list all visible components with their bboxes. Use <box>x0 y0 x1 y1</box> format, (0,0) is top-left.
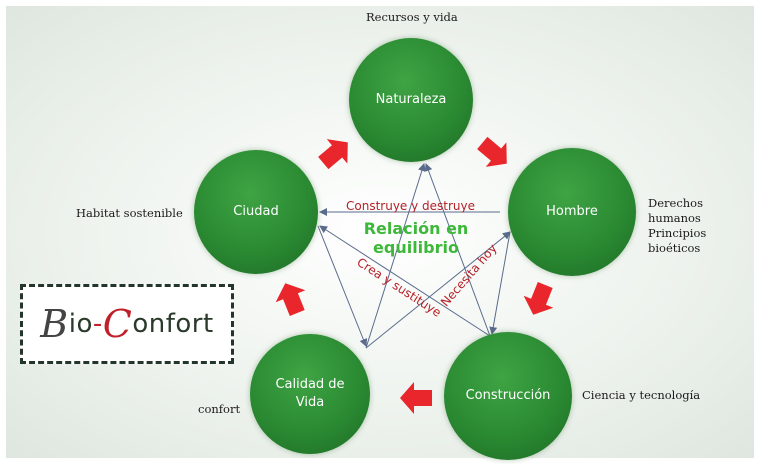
line-calidad-naturaleza <box>365 163 426 349</box>
label-recursos-y-vida: Recursos y vida <box>366 10 458 24</box>
logo-initial-c: C <box>102 302 133 346</box>
logo-dash: - <box>92 309 103 339</box>
center-relacion-equilibrio: Relación en equilibrio <box>363 219 469 258</box>
node-construccion: Construcción <box>444 332 572 460</box>
logo-text-onfort: onfort <box>132 309 214 339</box>
logo-text-io: io <box>68 309 93 339</box>
label-confort: confort <box>198 402 241 416</box>
node-hombre: Hombre <box>508 148 636 276</box>
block-arrow-hombre-construccion <box>523 282 554 315</box>
line-construccion-naturaleza <box>424 163 491 337</box>
line-calidad-hombre <box>365 231 511 349</box>
node-naturaleza: Naturaleza <box>349 38 473 162</box>
label-derechos-principios: Derechos humanos Principios bioéticos <box>648 196 707 255</box>
node-ciudad: Ciudad <box>194 150 318 274</box>
line-ciudad-calidad <box>317 225 368 347</box>
logo-initial-b: B <box>40 302 69 346</box>
label-habitat-sostenible: Habitat sostenible <box>76 206 183 220</box>
block-arrow-naturaleza-hombre <box>477 136 507 167</box>
node-calidad-de-vida: Calidad de Vida <box>250 334 370 454</box>
block-arrow-calidad-ciudad <box>275 283 306 316</box>
block-arrow-ciudad-naturaleza <box>318 139 348 170</box>
block-arrow-construccion-calidad <box>400 382 432 414</box>
label-ciencia-tecnologia: Ciencia y tecnología <box>582 388 701 402</box>
line-hombre-construccion <box>489 231 511 335</box>
line-construccion-ciudad <box>319 225 491 337</box>
relation-construye-destruye: Construye y destruye <box>346 199 476 213</box>
